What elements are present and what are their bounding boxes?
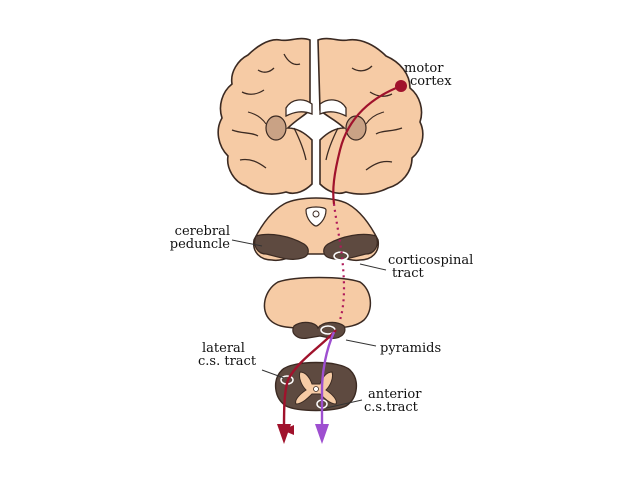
anterior-tract-line [320, 331, 336, 428]
pyramids-label-line1: pyramids [380, 341, 442, 356]
basal-ganglia [265, 115, 287, 141]
left-hemisphere [217, 37, 313, 195]
right-hemisphere [317, 37, 424, 195]
gyrus-fold [247, 111, 267, 125]
motor-cortex-label-line2: cortex [410, 74, 452, 89]
lateral-cs-tract-label-line1: lateral [202, 341, 245, 356]
gyrus-fold [239, 158, 267, 169]
motor-cortex-label-line1: motor [404, 61, 444, 76]
pyramids-label: pyramids [380, 342, 441, 355]
cerebral-peduncle-left [254, 233, 309, 260]
gyrus-fold [365, 111, 385, 125]
cerebral-peduncle-label-line1: cerebral [174, 224, 230, 239]
anterior-leader [325, 399, 363, 409]
corticospinal-tract-label: corticospinal tract [388, 254, 473, 280]
central-canal [313, 386, 319, 392]
lateral-leader [261, 369, 285, 379]
corticospinal-leader [359, 263, 387, 271]
aqueduct-lumen [312, 210, 320, 218]
pyramids-leader [345, 339, 377, 347]
corticospinal-tract-upper [332, 84, 402, 205]
pons [263, 276, 372, 331]
lateral-cs-tract-label: lateral c.s. tract [198, 342, 256, 368]
anterior-cs-tract-label-line1: anterior [368, 387, 422, 402]
gyrus-fold [241, 89, 265, 95]
lateral-tract-line [282, 329, 337, 436]
corticospinal-tract-label-line1: corticospinal [388, 253, 474, 268]
gyrus-fold [283, 53, 301, 66]
lateral-ventricle [319, 99, 347, 118]
gyrus-fold [375, 127, 403, 135]
pons-section [263, 276, 372, 339]
motor-cortex-label: motor cortex [404, 62, 452, 88]
anterior-cs-tract-label-line2: c.s.tract [364, 400, 418, 415]
cerebral-peduncle-label: cerebral peduncle [166, 225, 230, 251]
midbrain-section [252, 197, 380, 262]
anterior-arrowhead [315, 424, 329, 444]
cerebral-peduncle-label-line2: peduncle [169, 237, 230, 252]
peduncle-leader [231, 239, 263, 247]
internal-capsule-line [293, 127, 307, 161]
gyrus-fold [351, 65, 373, 72]
spinal-cord-section [275, 361, 357, 412]
anterior-cs-tract-label: anterior c.s.tract [364, 388, 421, 414]
lateral-cs-tract-label-line2: c.s. tract [198, 354, 257, 369]
lateral-arrowhead [277, 424, 291, 444]
gyrus-fold [257, 67, 275, 73]
gyrus-fold [231, 129, 259, 137]
corticospinal-tract-label-line2: tract [392, 266, 424, 281]
gyrus-fold [365, 160, 393, 171]
internal-capsule-line [325, 127, 339, 161]
brain-coronal-section [217, 37, 424, 195]
lateral-ventricle [285, 99, 313, 118]
